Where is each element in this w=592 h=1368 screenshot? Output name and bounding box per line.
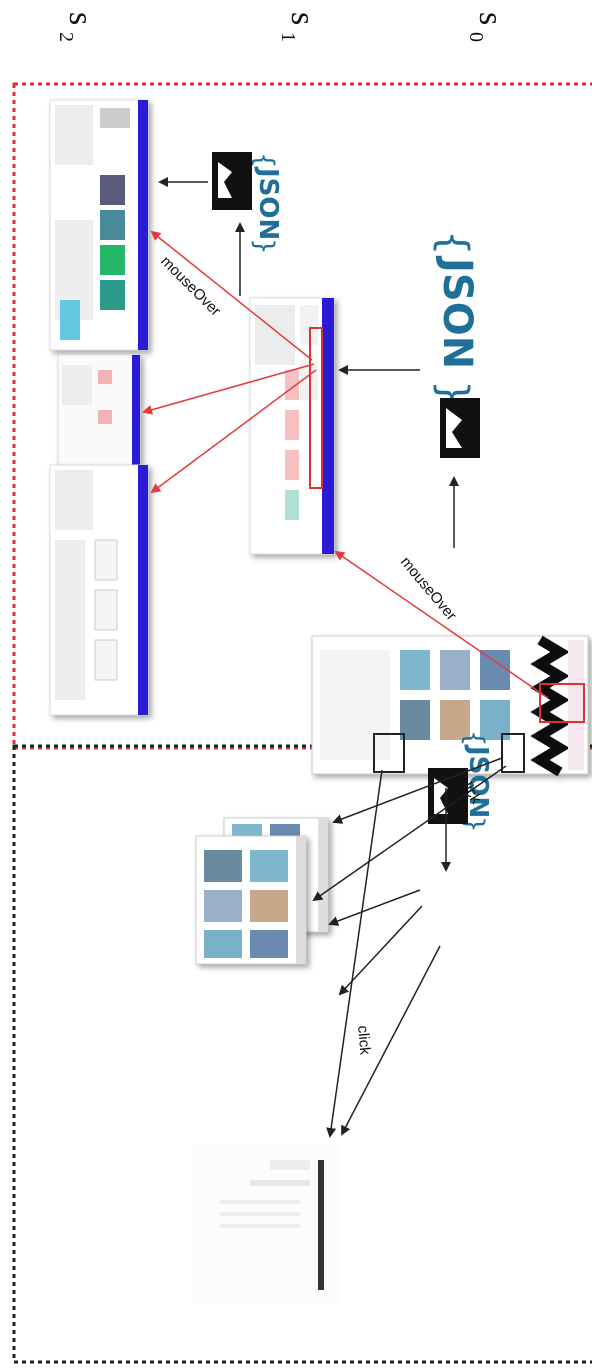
json-icon-s1: { JSON } (249, 152, 283, 255)
svg-text:1: 1 (277, 32, 299, 42)
s0-screenshot (311, 635, 589, 777)
svg-text:s: s (284, 12, 321, 25)
click-region (12, 744, 592, 1364)
s0-click-target-upper[interactable] (501, 733, 525, 773)
click-result-b (195, 835, 307, 965)
image-icon-click (428, 768, 468, 824)
arrow-json-click-to-result-c (338, 905, 423, 996)
s1-hover-target-box[interactable] (309, 327, 323, 489)
svg-text:0: 0 (465, 32, 487, 42)
s2-screenshot-c (49, 464, 149, 716)
s0-hover-target-box[interactable] (539, 683, 585, 723)
state-label-s2: s 2 (55, 12, 99, 42)
arrow-click-upper-b (312, 765, 507, 902)
arrow-s0-hover-to-s1 (334, 550, 549, 699)
s2-screenshot-b (57, 354, 141, 466)
svg-text:{: { (249, 152, 279, 169)
state-label-s0: s 0 (465, 12, 509, 42)
edge-label-click-lower: click (354, 1025, 374, 1056)
s1-screenshot (249, 297, 335, 555)
svg-text:JSON: JSON (434, 255, 480, 369)
edge-label-mouseover-mid: mouseOver (397, 554, 460, 624)
arrow-click-upper-a (332, 757, 503, 824)
arrow-s1-hover-to-s2b (142, 363, 315, 415)
svg-text:{: { (430, 230, 476, 255)
arrow-json-click-to-result-d (341, 945, 441, 1136)
image-icon-large (440, 398, 480, 458)
image-icon-s1 (212, 152, 252, 210)
svg-text:s: s (472, 12, 509, 25)
svg-text:{: { (459, 730, 489, 747)
arrow-s1-hover-to-s2a (150, 230, 313, 361)
arrow-s1-hover-to-s2c (150, 369, 317, 494)
json-icon-large: { JSON } (430, 230, 480, 405)
click-result-c (192, 1144, 338, 1304)
arrow-json-click-to-result-b (328, 889, 421, 926)
state-label-s1: s 1 (277, 12, 321, 42)
mouseover-region (12, 82, 592, 750)
svg-text:2: 2 (55, 32, 77, 42)
arrow-click-lower (326, 769, 383, 1138)
s0-click-target-lower[interactable] (373, 733, 405, 773)
svg-text:}: } (249, 238, 279, 255)
s2-screenshot-a (49, 99, 149, 351)
svg-text:JSON: JSON (253, 166, 283, 240)
svg-text:s: s (62, 12, 99, 25)
